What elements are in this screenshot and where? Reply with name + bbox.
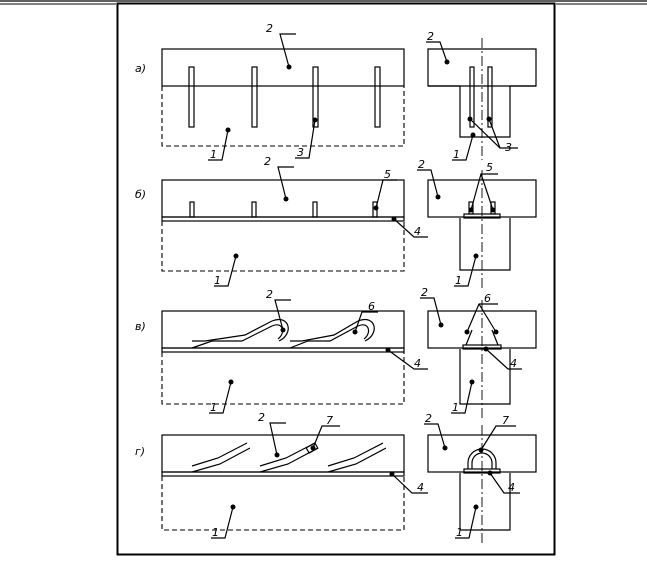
beam-side-a bbox=[161, 86, 405, 147]
anchor-v-1 bbox=[191, 325, 273, 349]
callout-2-b: 2 bbox=[264, 155, 271, 168]
slab-side-a bbox=[161, 48, 405, 87]
callout-7-g: 7 bbox=[326, 414, 333, 427]
callout-3-a: 3 bbox=[297, 146, 304, 159]
connector-a-4 bbox=[374, 66, 381, 128]
callout-1-g-sec: 1 bbox=[456, 526, 463, 539]
connector-a-2 bbox=[251, 66, 258, 128]
callout-2-v: 2 bbox=[266, 288, 273, 301]
connector-a-3 bbox=[312, 66, 319, 128]
callout-6-v-sec: 6 bbox=[484, 292, 491, 305]
panel-v: в) 2 6 4 1 2 6 bbox=[135, 286, 537, 420]
callout-2-a-sec: 2 bbox=[427, 30, 434, 43]
callout-2-v-sec: 2 bbox=[421, 286, 428, 299]
callout-1-b: 1 bbox=[214, 274, 221, 287]
panel-a: а) 2 1 3 2 3 1 bbox=[135, 22, 537, 161]
panel-label-a: а) bbox=[135, 62, 146, 75]
drawing-frame bbox=[116, 2, 556, 556]
plate-side-g bbox=[161, 471, 405, 477]
anchor-g-1 bbox=[191, 447, 251, 473]
callout-5-b: 5 bbox=[384, 168, 391, 181]
anchor-g-3 bbox=[327, 447, 387, 473]
panel-label-b: б) bbox=[135, 188, 146, 201]
slab-side-g bbox=[161, 434, 405, 473]
callout-1-a-sec: 1 bbox=[453, 148, 460, 161]
callout-3-a-sec: 3 bbox=[505, 141, 512, 154]
callout-4-v: 4 bbox=[414, 357, 421, 370]
callout-2-b-sec: 2 bbox=[418, 158, 425, 171]
callout-5-b-sec: 5 bbox=[486, 161, 493, 174]
callout-6-v: 6 bbox=[368, 300, 375, 313]
callout-4-b: 4 bbox=[414, 225, 421, 238]
plate-side-v bbox=[161, 347, 405, 353]
callout-4-g-sec: 4 bbox=[508, 481, 515, 494]
section-v-slab bbox=[427, 310, 537, 349]
beam-side-v bbox=[161, 352, 405, 405]
callout-7-g-sec: 7 bbox=[502, 414, 509, 427]
callout-4-g: 4 bbox=[417, 481, 424, 494]
connector-a-1 bbox=[188, 66, 195, 128]
callout-1-v: 1 bbox=[210, 401, 217, 414]
anchor-g-2 bbox=[259, 447, 319, 473]
beam-side-g bbox=[161, 476, 405, 531]
callout-2-a: 2 bbox=[266, 22, 273, 35]
callout-1-g: 1 bbox=[212, 526, 219, 539]
panel-label-g: г) bbox=[135, 445, 145, 458]
callout-2-g-sec: 2 bbox=[425, 412, 432, 425]
callout-2-g: 2 bbox=[258, 411, 265, 424]
panel-b: б) 2 5 4 1 2 5 1 bbox=[135, 155, 537, 290]
plate-side-b bbox=[161, 216, 405, 222]
beam-side-b bbox=[161, 221, 405, 272]
callout-1-b-sec: 1 bbox=[455, 274, 462, 287]
callout-1-a: 1 bbox=[210, 148, 217, 161]
panel-label-v: в) bbox=[135, 320, 146, 333]
panel-g: г) 2 7 4 1 2 7 4 bbox=[135, 411, 537, 545]
callout-1-v-sec: 1 bbox=[452, 401, 459, 414]
callout-4-v-sec: 4 bbox=[510, 357, 517, 370]
anchor-v-2 bbox=[289, 325, 359, 349]
